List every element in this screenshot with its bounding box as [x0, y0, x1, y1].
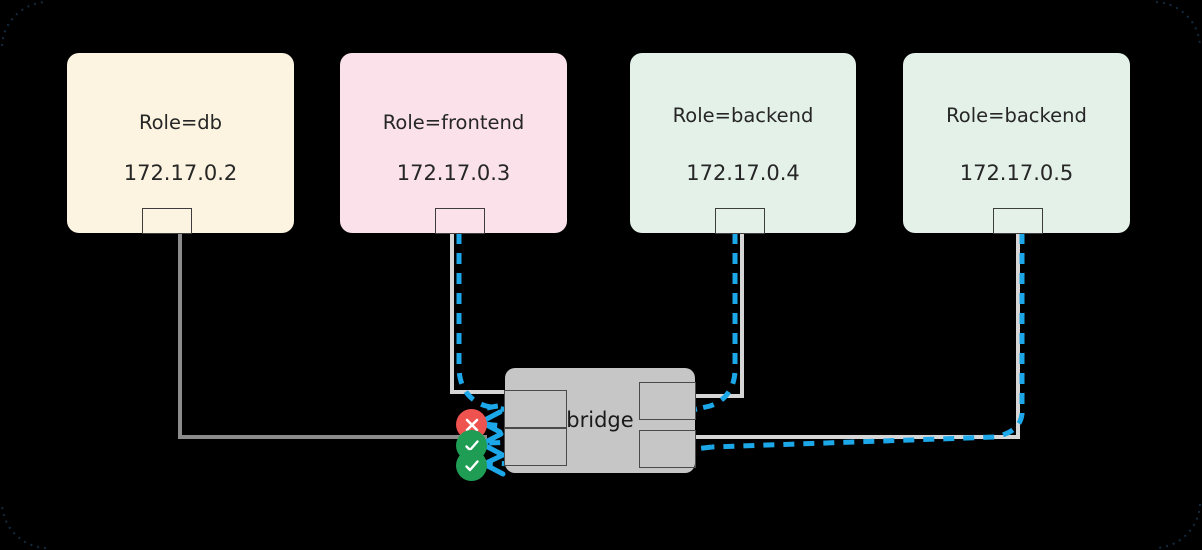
- host-port-backend-5: [993, 208, 1043, 234]
- check-icon: [464, 439, 479, 451]
- bridge-port-left-top: [504, 390, 567, 428]
- host-ip-label: 172.17.0.3: [396, 160, 511, 185]
- host-card-frontend[interactable]: Role=frontend 172.17.0.3: [340, 53, 567, 234]
- bridge-label: bridge: [566, 408, 634, 432]
- host-role-label: Role=backend: [946, 104, 1087, 127]
- check-icon: [464, 459, 479, 471]
- cross-icon: [465, 418, 478, 431]
- link-backend4-to-bridge: [693, 233, 744, 398]
- host-port-db: [142, 208, 192, 234]
- host-role-label: Role=backend: [672, 104, 814, 127]
- host-role-label: Role=frontend: [382, 111, 525, 134]
- bridge-node[interactable]: bridge: [504, 368, 696, 473]
- host-card-backend-5[interactable]: Role=backend 172.17.0.5: [903, 53, 1130, 234]
- host-port-frontend: [435, 208, 485, 234]
- host-card-db[interactable]: Role=db 172.17.0.2: [67, 53, 294, 234]
- packet-flow-frontend-down: [456, 233, 509, 413]
- host-port-backend-4: [715, 208, 765, 234]
- host-role-label: Role=db: [138, 111, 223, 134]
- link-backend5-to-bridge: [693, 233, 1020, 439]
- link-frontend-to-bridge: [450, 233, 508, 394]
- bridge-port-right-bottom: [639, 430, 696, 468]
- packet-flow-backend5-down: [711, 233, 1025, 450]
- host-ip-label: 172.17.0.5: [959, 160, 1074, 185]
- link-db-to-bridge: [178, 233, 487, 439]
- packet-flow-backend4-down: [696, 233, 738, 412]
- host-ip-label: 172.17.0.4: [686, 160, 800, 185]
- status-badge-allowed-2[interactable]: [456, 450, 487, 481]
- host-card-backend-4[interactable]: Role=backend 172.17.0.4: [630, 53, 856, 234]
- bridge-port-right-top: [639, 382, 696, 420]
- bridge-port-left-bottom: [504, 428, 567, 466]
- host-ip-label: 172.17.0.2: [123, 160, 238, 185]
